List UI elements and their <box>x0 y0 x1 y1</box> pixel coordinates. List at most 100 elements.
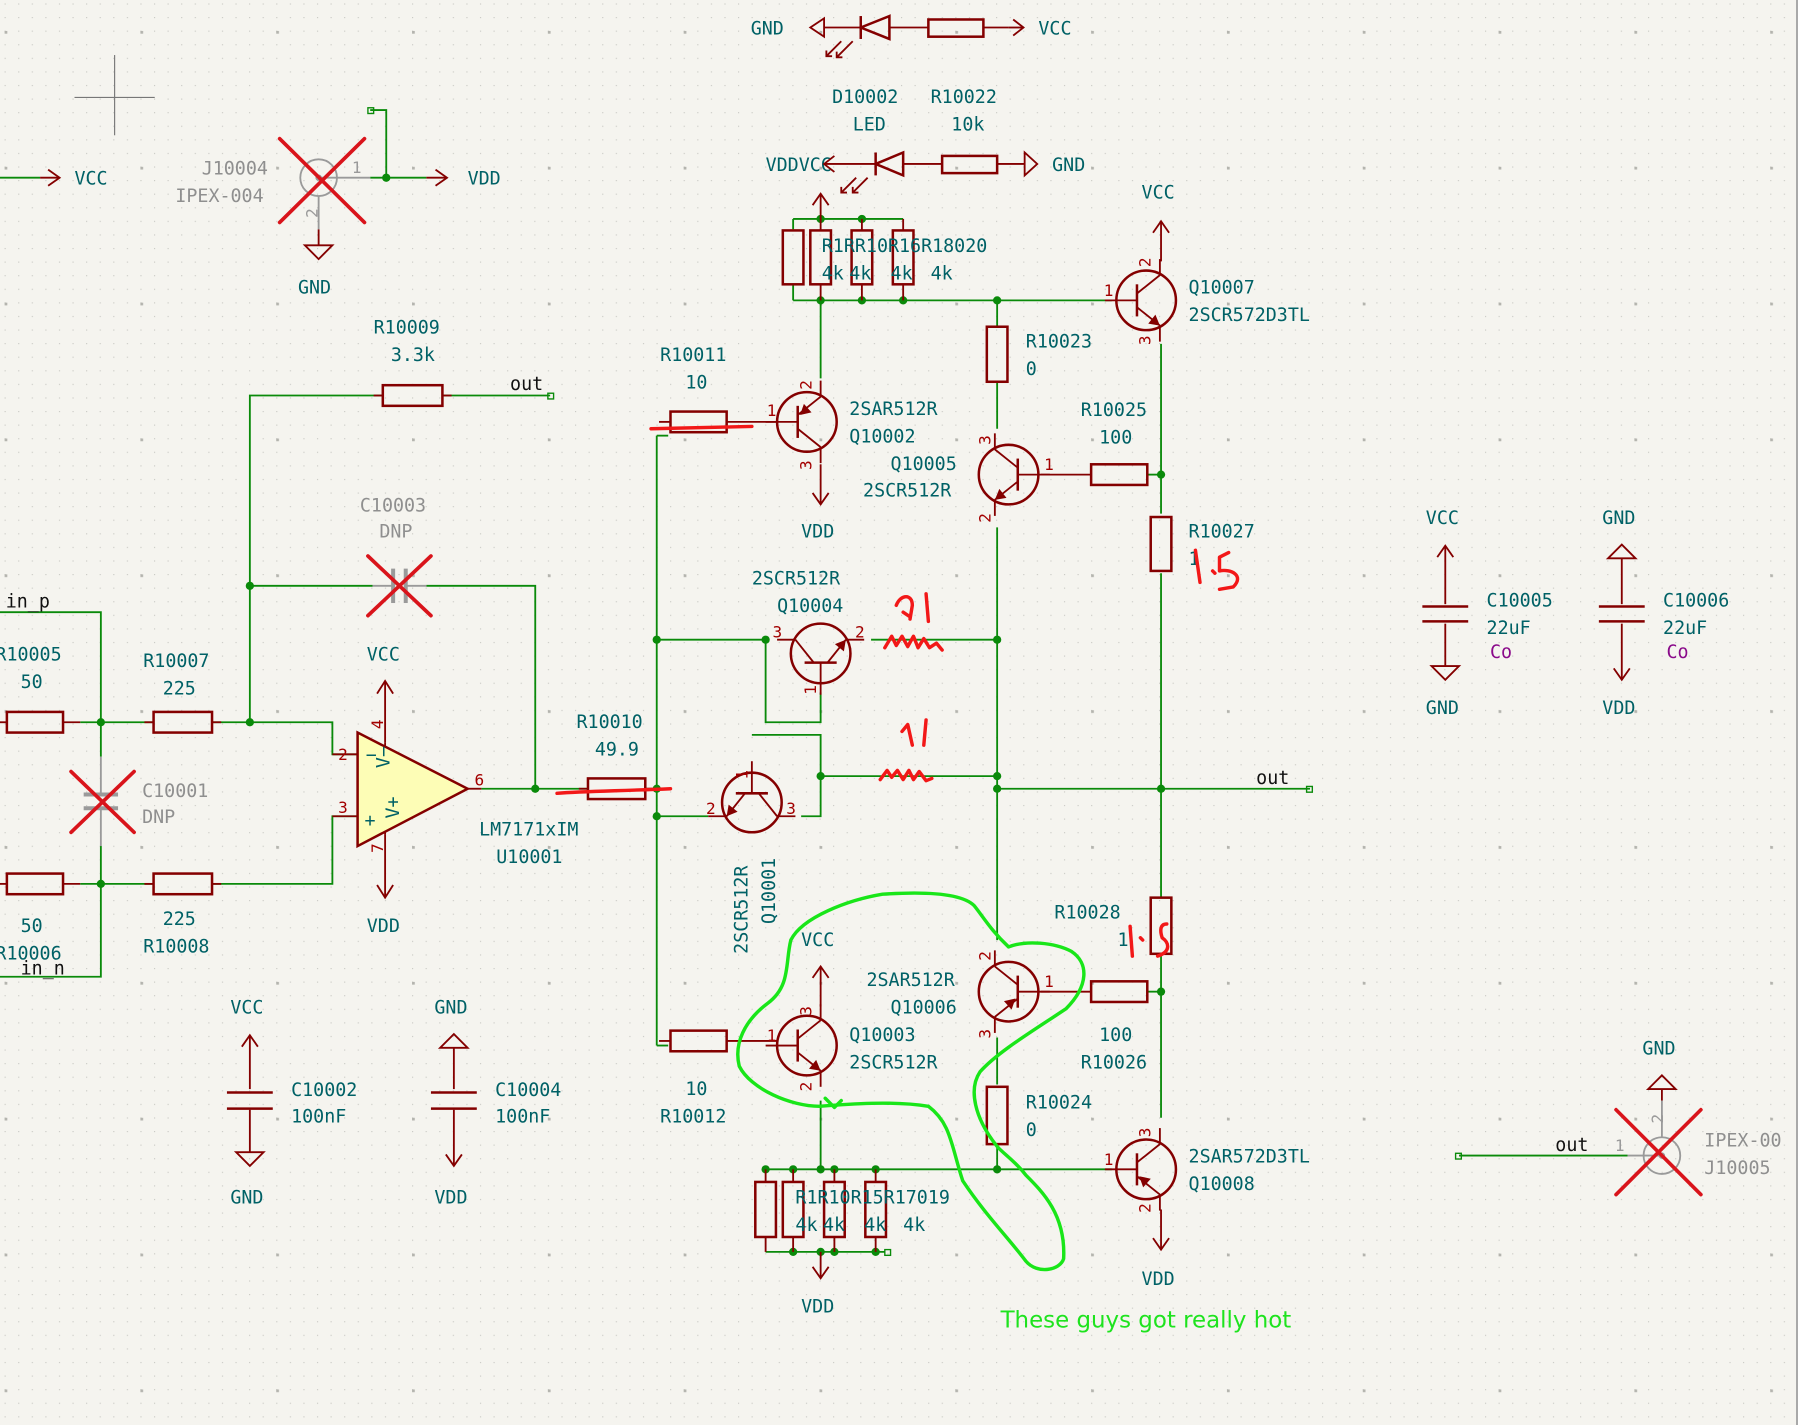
vcc-arrow-icon <box>376 679 394 743</box>
connector-J10005[interactable]: 1 2 IPEX-00 J10005 <box>1614 1100 1782 1197</box>
resistor-R10011[interactable]: R10011 10 <box>659 345 778 434</box>
resistor-R10026[interactable]: 100 R10026 <box>1040 980 1149 1073</box>
ref-label: D10002 <box>832 87 898 108</box>
resistor-R10021[interactable] <box>927 18 985 38</box>
net-label-out[interactable]: out <box>1256 768 1289 789</box>
resistor-R10012[interactable]: 10 R10012 <box>659 1029 778 1128</box>
capacitor-C10002[interactable]: C10002 100nF <box>226 1080 357 1127</box>
resistor-R10009[interactable]: R10009 3.3k <box>373 318 452 408</box>
pin-number: 3 <box>975 1029 994 1039</box>
wire-junction <box>857 214 867 224</box>
pin-number: 2 <box>855 622 865 641</box>
pin-number: 3 <box>796 1006 815 1016</box>
value-label: IPEX-00 <box>1704 1130 1781 1151</box>
pin-number: 2 <box>1136 257 1155 267</box>
resistor-bank-bottom[interactable]: R1R10R15R17019 4k 4k 4k 4k <box>754 1169 950 1252</box>
capacitor-C10004[interactable]: C10004 100nF <box>430 1080 561 1127</box>
vdd-arrow-icon <box>426 168 449 187</box>
dnp-x-icon <box>366 554 433 618</box>
pin-number: 2 <box>975 951 994 961</box>
value-label: LED <box>853 115 886 136</box>
hot-transistors-note: These guys got really hot <box>1000 1308 1292 1334</box>
pin-number: 2 <box>1648 1114 1667 1124</box>
resistor-R10006[interactable]: 50 R10006 <box>0 872 81 965</box>
power-symbols: VCC VDD GND GND VCC VDDVCC GND VCC VDD V… <box>40 16 1678 1318</box>
vneg-label: V− <box>374 746 395 768</box>
gnd-icon <box>1645 1074 1678 1101</box>
resistor-R10010[interactable]: R10010 49.9 <box>577 712 655 801</box>
resistor-R10007[interactable]: R10007 225 <box>143 651 222 734</box>
ref-label: U10001 <box>496 847 562 868</box>
resistor-R10008[interactable]: 225 R10008 <box>143 872 222 958</box>
ref-label: R10005 <box>0 644 62 665</box>
value-label: 4k <box>795 1215 817 1236</box>
led-D10002[interactable]: D10002 LED <box>832 87 905 194</box>
resistor-R10027[interactable]: R10027 1 <box>1149 515 1255 573</box>
pin-number: 1 <box>732 770 751 780</box>
wire-junction <box>382 173 391 182</box>
value-label: 2SAR572D3TL <box>1189 1146 1310 1167</box>
value-label: 100nF <box>495 1106 550 1127</box>
resistor-bank-top[interactable]: R1RR10R16R18020 4k 4k 4k 4k <box>781 218 987 301</box>
wire-junction <box>652 812 661 821</box>
resistor-R10022[interactable]: R10022 10k <box>931 87 999 175</box>
value-label: 50 <box>21 672 43 693</box>
resistor-R10025[interactable]: R10025 100 <box>1040 400 1149 487</box>
value-label: 2SCR512R <box>731 865 752 954</box>
wire-junction <box>1156 470 1166 479</box>
net-label-out[interactable]: out <box>1555 1135 1588 1156</box>
ref-label: R10028 <box>1054 902 1120 923</box>
capacitor-C10001-dnp[interactable]: C10001 DNP <box>69 756 208 847</box>
ref-label: C10001 <box>142 781 208 802</box>
vdd-arrow-icon <box>811 464 830 507</box>
pin-number: 1 <box>1615 1136 1625 1155</box>
vdd-label: VDD <box>434 1188 467 1209</box>
gnd-label: GND <box>434 997 467 1018</box>
gnd-icon <box>302 229 335 261</box>
pin-number: 1 <box>352 158 362 177</box>
value-label: 0 <box>1026 1120 1037 1141</box>
connector-J10004[interactable]: 1 2 J10004 IPEX-004 <box>175 136 371 230</box>
pin-number: 1 <box>801 685 820 695</box>
capacitor-C10005[interactable]: C10005 22uF Co <box>1422 590 1553 663</box>
vcc-label: VCC <box>1038 18 1071 39</box>
pin-number: 1 <box>767 1026 777 1045</box>
pin-number: 3 <box>772 622 782 641</box>
value-label: 10 <box>685 373 707 394</box>
net-label-in-p[interactable]: in_p <box>6 592 50 613</box>
vcc-arrow-icon <box>1436 544 1455 605</box>
net-label-out[interactable]: out <box>510 374 543 395</box>
value-label: 10 <box>685 1079 707 1100</box>
ref-label: Q10006 <box>891 997 957 1018</box>
ref-label: Q10001 <box>759 858 780 924</box>
resistor-R10023[interactable]: R10023 0 <box>985 325 1092 384</box>
ref-label: R10007 <box>143 651 209 672</box>
ref-label: Q10004 <box>777 596 843 617</box>
capacitor-C10003-dnp[interactable]: C10003 DNP <box>360 495 433 618</box>
wire-junction <box>993 1165 1002 1174</box>
wires <box>0 109 1628 1253</box>
vcc-label: VCC <box>230 997 263 1018</box>
ref-label: R10009 <box>374 318 440 339</box>
ref-label: C10002 <box>291 1080 357 1101</box>
led-D10001[interactable] <box>825 14 891 59</box>
vdd-label: VDD <box>1602 698 1635 719</box>
vdd-label: VDD <box>468 169 501 190</box>
resistor-R10005[interactable]: R10005 50 <box>0 644 81 734</box>
wire-junction <box>96 718 105 727</box>
net-label-in-n[interactable]: in_n <box>21 958 65 979</box>
pin-number: 2 <box>338 745 348 764</box>
opamp-U10001[interactable]: 2 3 4 7 6 − + V− V+ LM7171xIM U10001 <box>332 719 578 868</box>
capacitor-C10006[interactable]: C10006 22uF Co <box>1598 590 1729 663</box>
ref-label: R10027 <box>1189 522 1255 543</box>
